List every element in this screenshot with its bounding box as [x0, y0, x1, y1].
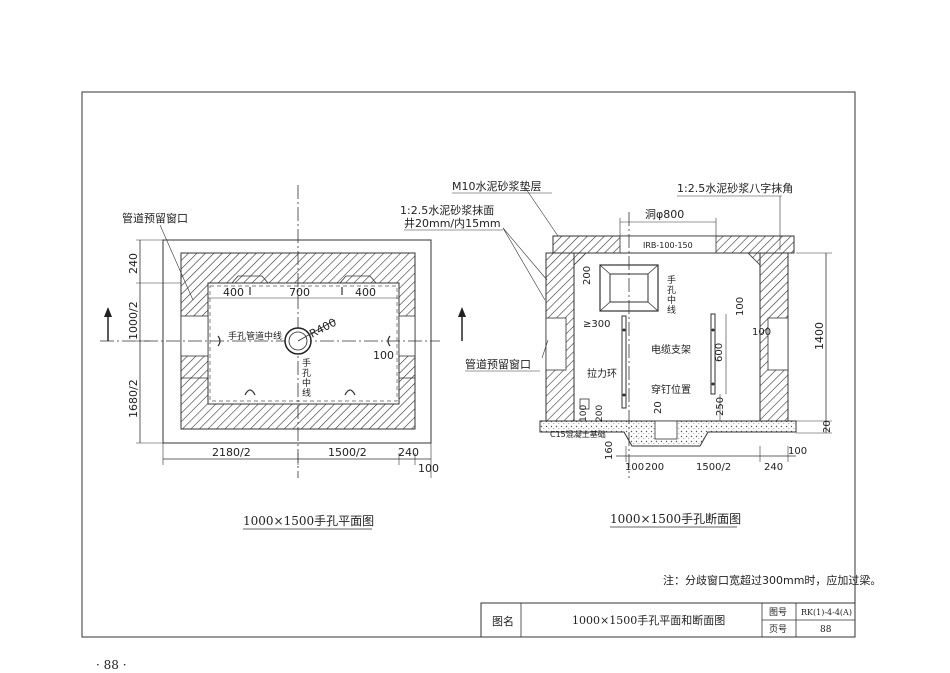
- section-dim-b100: 100: [625, 462, 644, 473]
- section-view: [502, 185, 832, 478]
- section-label-base: C15混凝土基础: [550, 429, 606, 439]
- plan-dim-left-bottom: 1680/2: [127, 379, 140, 418]
- frame-border: [81, 91, 856, 638]
- section-dim-20-right: 20: [822, 420, 833, 433]
- title-name-value: 1000×1500手孔平面和断面图: [572, 613, 725, 627]
- section-dim-200b: 200: [595, 405, 605, 422]
- title-fig-label: 图号: [769, 607, 787, 618]
- section-dim-20: 20: [653, 401, 664, 414]
- section-dim-b100r: 100: [788, 446, 807, 457]
- section-dim-200: 200: [582, 266, 593, 285]
- plan-dim-top-b: 700: [289, 286, 310, 299]
- plan-dim-right-100: 100: [373, 349, 394, 362]
- section-caption: 1000×1500手孔断面图: [610, 511, 741, 526]
- plan-caption: 1000×1500手孔平面图: [243, 514, 374, 528]
- plan-label-pipe-window: 管道预留窗口: [122, 211, 188, 225]
- section-dim-100c: 100: [579, 405, 589, 422]
- plan-view: [100, 185, 466, 478]
- section-label-through: 穿钉位置: [651, 383, 691, 396]
- section-label-hand-center-1: 手: [667, 274, 676, 286]
- plan-label-centerline-pipe: 手孔管道中线: [228, 330, 282, 342]
- section-label-irb: IRB-100-150: [643, 241, 693, 250]
- plan-dim-bottom-b: 1500/2: [328, 446, 367, 459]
- plan-dim-bottom-c: 240: [398, 446, 419, 459]
- plan-label-hand-center-3: 中: [302, 377, 311, 389]
- section-label-hand-center-3: 中: [667, 294, 676, 306]
- section-label-m10: M10水泥砂浆垫层: [452, 179, 542, 193]
- plan-dim-top-c: 400: [355, 286, 376, 299]
- title-page-value: 88: [820, 625, 832, 635]
- section-dim-300: ≥300: [583, 319, 610, 330]
- section-label-bracket: 电缆支架: [651, 343, 691, 356]
- section-dim-160: 160: [604, 441, 615, 460]
- section-dim-b1500: 1500/2: [696, 462, 731, 473]
- title-name-label: 图名: [492, 614, 514, 628]
- title-block: [480, 602, 856, 638]
- section-label-pipe-window: 管道预留窗口: [465, 357, 531, 371]
- plan-dim-bottom-d: 100: [418, 462, 439, 475]
- section-label-hand-center-4: 线: [667, 304, 676, 316]
- plan-label-hand-center-2: 孔: [302, 368, 311, 379]
- section-label-thickness: 井20mm/内15mm: [404, 216, 501, 230]
- plan-dim-bottom-a: 2180/2: [212, 446, 251, 459]
- section-dim-100b: 100: [752, 327, 771, 338]
- section-dim-1400: 1400: [813, 322, 826, 350]
- section-label-pull-ring: 拉力环: [587, 367, 617, 380]
- section-dim-250: 250: [715, 397, 726, 416]
- plan-dim-left-top: 240: [127, 253, 140, 274]
- title-page-label: 页号: [769, 624, 787, 635]
- plan-label-hand-center-1: 手: [302, 357, 311, 369]
- section-dim-b200: 200: [645, 462, 664, 473]
- section-label-hole: 洞φ800: [645, 208, 684, 221]
- title-fig-value: RK(1)-4-4(A): [801, 608, 852, 617]
- section-label-mortar: 1:2.5水泥砂浆抹面: [400, 203, 494, 217]
- section-dim-100a: 100: [735, 297, 746, 316]
- plan-label-hand-center-4: 线: [302, 387, 311, 399]
- note: 注：分歧窗口宽超过300mm时，应加过梁。: [663, 573, 881, 587]
- section-label-chamfer: 1:2.5水泥砂浆八字抹角: [677, 181, 793, 195]
- section-label-hand-center-2: 孔: [667, 285, 676, 296]
- plan-dim-top-a: 400: [223, 286, 244, 299]
- section-dim-b240: 240: [764, 462, 783, 473]
- plan-dim-left-mid: 1000/2: [127, 301, 140, 340]
- section-dim-600: 600: [714, 343, 725, 362]
- page-number: · 88 ·: [96, 658, 127, 672]
